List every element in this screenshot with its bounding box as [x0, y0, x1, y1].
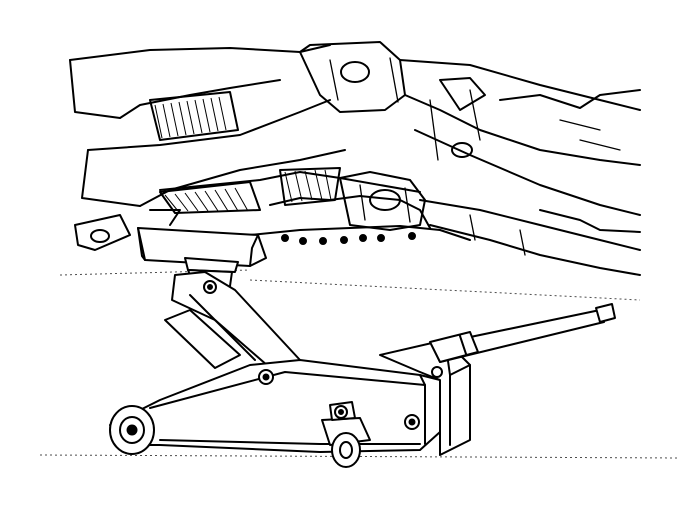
floor-jack: [109, 227, 616, 468]
jack-front-wheel: [109, 405, 155, 455]
jack-lift-arm: [164, 269, 301, 373]
jack-handle: [429, 303, 616, 363]
crossmember-bolts: [281, 232, 416, 245]
jack-rear-caster: [321, 401, 371, 468]
vehicle-underbody: [39, 41, 681, 459]
jack-saddle: [137, 227, 267, 273]
jack-body: [109, 359, 441, 453]
